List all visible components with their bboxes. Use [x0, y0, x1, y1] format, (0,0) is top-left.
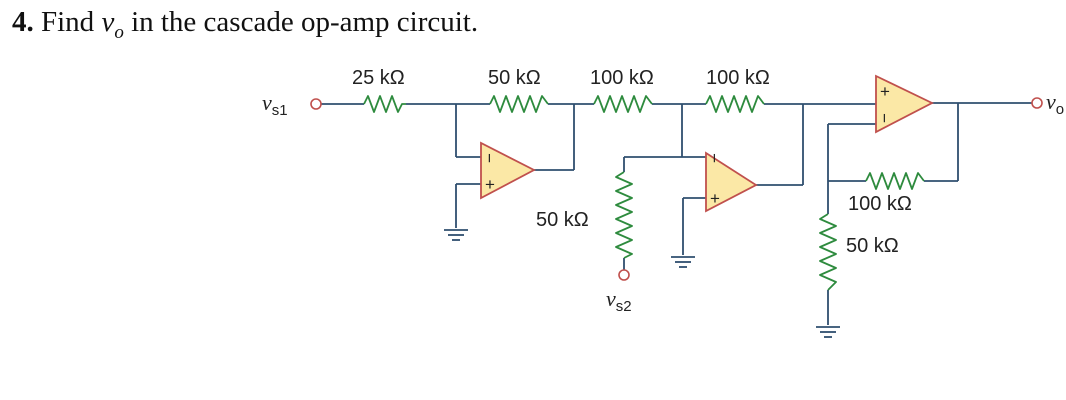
terminals — [310, 97, 1043, 281]
opamp-1 — [480, 141, 536, 200]
question-text-before: Find — [41, 6, 102, 38]
resistor-r7 — [819, 213, 837, 291]
label-r4: 100 kΩ — [706, 67, 770, 89]
label-r3: 100 kΩ — [590, 67, 654, 89]
resistor-r2 — [489, 95, 549, 113]
resistor-r1 — [363, 95, 406, 113]
label-vs2: vs2 — [606, 286, 632, 315]
question-variable: vo — [101, 6, 124, 43]
opamp-3 — [875, 74, 935, 134]
question-text-after: in the cascade op-amp circuit. — [123, 6, 479, 38]
label-vs1: vs1 — [262, 90, 288, 119]
label-r1: 25 kΩ — [352, 67, 405, 89]
terminal-vo — [1031, 97, 1043, 109]
grounds — [443, 229, 841, 338]
label-r2: 50 kΩ — [488, 67, 541, 89]
resistor-r4 — [705, 95, 765, 113]
labels: 25 kΩ 50 kΩ 100 kΩ 100 kΩ 50 kΩ 100 kΩ 5… — [262, 67, 1064, 315]
op-amps: − + − + + − — [480, 74, 935, 213]
label-r6: 100 kΩ — [848, 193, 912, 215]
question-number: 4. — [12, 6, 34, 38]
question-text: 4. Find vo in the cascade op-amp circuit… — [12, 6, 478, 44]
wires — [321, 102, 1032, 325]
resistors — [363, 95, 925, 291]
terminal-vs2 — [618, 269, 630, 281]
terminal-vs1 — [310, 98, 322, 110]
ground-symbol-1 — [443, 229, 469, 241]
opamp-1-minus-sign: − — [480, 153, 499, 163]
resistor-r5 — [615, 171, 633, 259]
label-r7: 50 kΩ — [846, 235, 899, 257]
opamp-3-minus-sign: − — [875, 113, 894, 123]
opamp-2 — [705, 151, 758, 213]
opamp-2-plus-sign: + — [710, 189, 720, 208]
opamp-2-minus-sign: − — [705, 153, 724, 163]
resistor-r6 — [865, 172, 925, 190]
opamp-1-plus-sign: + — [485, 175, 495, 194]
ground-symbol-3 — [815, 326, 841, 338]
opamp-3-plus-sign: + — [880, 82, 890, 101]
label-vo: vo — [1046, 89, 1064, 118]
label-r5: 50 kΩ — [536, 209, 589, 231]
resistor-r3 — [593, 95, 653, 113]
ground-symbol-2 — [670, 256, 696, 268]
